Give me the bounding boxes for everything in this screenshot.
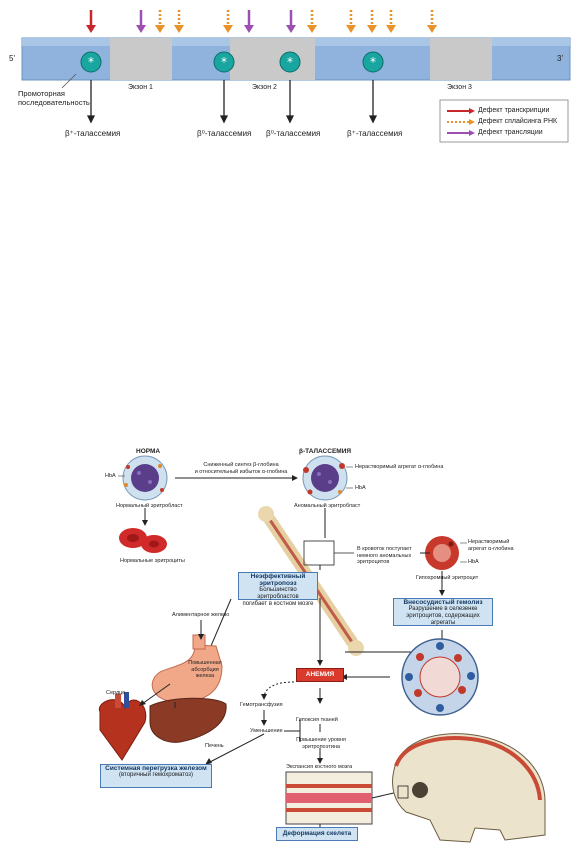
svg-text:*: *	[287, 55, 293, 69]
hypochromic-rbc	[425, 536, 459, 570]
result-arrows	[86, 80, 378, 124]
hemotransfusion-label: Гемотрансфузия	[240, 702, 283, 708]
abnormal-erythroblast	[302, 455, 348, 501]
mutation-star-1: *	[80, 51, 102, 73]
svg-text:*: *	[370, 55, 376, 69]
skull	[392, 733, 546, 843]
defect-arrows	[86, 10, 437, 33]
absorption-label: Повышенная абсорбция железа	[188, 660, 222, 680]
ineffective-title: Неэффективный эритропоэз	[250, 573, 306, 587]
hba-left-label: HbA	[105, 473, 116, 479]
exon-1-block	[110, 38, 172, 80]
mutation-star-2: *	[213, 51, 235, 73]
dietary-iron-label: Алиментарное железо	[172, 612, 230, 618]
synthesis-label: Сниженный синтез β-глобина и относительн…	[192, 462, 290, 475]
exon-1-label: Экзон 1	[128, 84, 153, 91]
thal-label-1: β⁺-талассемия	[65, 129, 121, 138]
liver-label: Печень	[205, 743, 224, 749]
hypoxia-label: Гипоксия тканей	[296, 717, 338, 723]
beta-thal-title: β-ТАЛАССЕМИЯ	[299, 448, 352, 455]
exon-2-block	[230, 38, 315, 80]
promoter-line-2: последовательность	[18, 98, 90, 107]
thal-label-3: β⁰-талассемия	[266, 129, 321, 138]
spleen-cross-section	[401, 638, 479, 716]
normal-rbc-label: Нормальные эритроциты	[120, 558, 185, 564]
promoter-line-1: Промоторная	[18, 89, 65, 98]
overload-subtitle: (вторичный гемохроматоз)	[118, 772, 194, 778]
aggregate-label-2: Нерастворимый агрегат α-глобина	[468, 539, 514, 552]
thal-label-4: β⁺-талассемия	[347, 129, 403, 138]
marrow-expansion-label: Экспансия костного мозга	[286, 764, 353, 770]
normal-rbc	[119, 528, 167, 553]
heart-label: Сердце	[106, 690, 126, 696]
stomach	[151, 634, 223, 703]
epo-line-2: эритропоэтина	[302, 743, 340, 750]
legend-splicing: Дефект сплайсинга РНК	[478, 118, 558, 125]
bloodflow-line-2: немного аномальных	[357, 552, 412, 559]
decrease-label: Уменьшение	[250, 728, 283, 734]
aggregate2-line-1: Нерастворимый	[468, 539, 510, 545]
extravascular-line-2: эритроцитов, содержащих агрегаты	[406, 613, 480, 626]
thal-label-2: β⁰-талассемия	[197, 129, 252, 138]
extravascular-line-1: Разрушение в селезенке	[408, 606, 478, 612]
synth-line-1: Сниженный синтез β-глобина	[203, 462, 279, 468]
normal-erythroblast	[122, 455, 168, 501]
synth-line-2: и относительный избыток α-глобина	[194, 468, 288, 475]
pathogenesis-diagram	[98, 455, 546, 843]
aggregate2-line-2: агрегат α-глобина	[468, 545, 514, 552]
hypochromic-label: Гипохромный эритроцит	[416, 575, 479, 581]
absorption-line-3: железа	[195, 673, 215, 679]
legend-transcription: Дефект транскрипции	[478, 107, 550, 114]
exon-3-block	[430, 38, 492, 80]
legend-box	[439, 99, 569, 143]
epo-line-1: Повышение уровня	[296, 737, 346, 743]
svg-text:*: *	[221, 55, 227, 69]
anemia-box: АНЕМИЯ	[296, 668, 344, 682]
extravascular-title: Внесосудистый гемолиз	[403, 599, 483, 606]
ineffective-line-1: Большинство эритробластов	[257, 587, 299, 600]
legend-translation: Дефект трансляции	[478, 129, 543, 136]
bloodflow-line-1: В кровоток поступает	[357, 546, 412, 552]
bloodflow-line-3: эритроцитов	[357, 559, 390, 565]
exon-2-label: Экзон 2	[252, 84, 277, 91]
skeletal-deformation-box: Деформация скелета	[276, 827, 358, 841]
hba-rbc-label: HbA	[468, 559, 479, 565]
abnormal-erythroblast-label: Аномальный эритробласт	[294, 503, 361, 509]
ineffective-erythropoiesis-box: Неэффективный эритропоэз Большинство эри…	[238, 572, 318, 607]
extravascular-hemolysis-box: Внесосудистый гемолиз Разрушение в селез…	[393, 598, 493, 626]
heart	[98, 692, 147, 761]
hba-right-label: HbA	[355, 485, 366, 491]
deformation-title: Деформация скелета	[282, 830, 352, 837]
liver	[149, 697, 227, 743]
exon-3-label: Экзон 3	[447, 84, 472, 91]
epo-label: Повышение уровня эритропоэтина	[294, 737, 348, 750]
bloodflow-label: В кровоток поступает немного аномальных …	[357, 546, 419, 566]
gene-diagram: * * * *	[21, 10, 571, 143]
svg-text:*: *	[88, 55, 94, 69]
norma-title: НОРМА	[136, 448, 161, 455]
five-prime-label: 5'	[9, 54, 15, 63]
three-prime-label: 3'	[557, 54, 563, 63]
overload-title: Системная перегрузка железом	[105, 765, 207, 772]
absorption-line-1: Повышенная	[188, 660, 222, 666]
absorption-line-2: абсорбция	[191, 666, 219, 673]
bone-marrow-expansion	[285, 771, 373, 825]
iron-overload-box: Системная перегрузка железом (вторичный …	[100, 764, 212, 788]
mutation-star-3: *	[279, 51, 301, 73]
mutation-star-4: *	[362, 51, 384, 73]
ineffective-line-2: погибает в костном мозге	[242, 601, 314, 607]
promoter-label: Промоторная последовательность	[18, 89, 98, 107]
normal-erythroblast-label: Нормальный эритробласт	[116, 503, 183, 509]
aggregate-label-1: Нерастворимый агрегат α-глобина	[355, 464, 444, 470]
